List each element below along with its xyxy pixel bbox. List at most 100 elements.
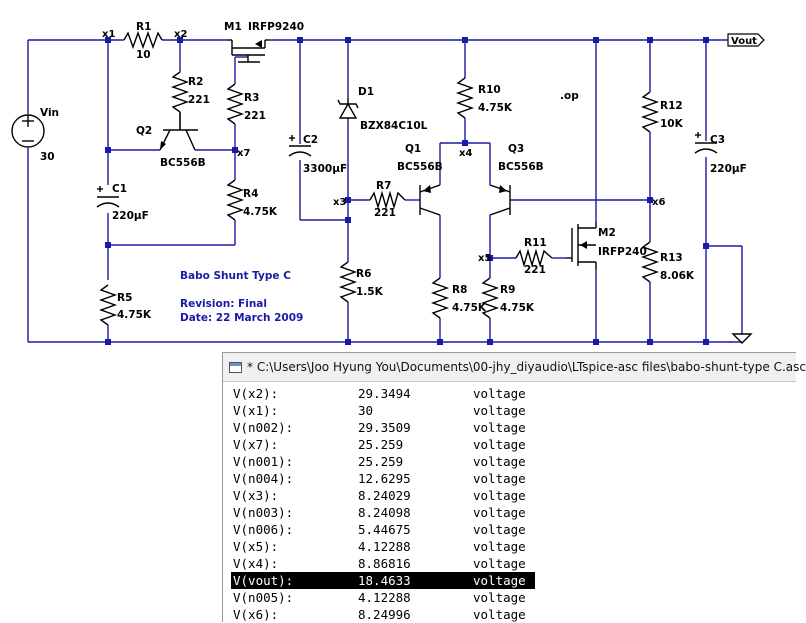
- c3-capacitor[interactable]: [694, 132, 718, 154]
- m2-mosfet[interactable]: [566, 222, 597, 270]
- vin-ref: Vin: [40, 107, 59, 119]
- r5-resistor[interactable]: [98, 284, 118, 326]
- schematic-canvas[interactable]: Vin 30 R1 10 R2 221 R3 221 R4 4.75K R5 4…: [0, 0, 796, 352]
- d1-zener-diode[interactable]: [337, 98, 359, 119]
- window-titlebar[interactable]: * C:\Users\Joo Hyung You\Documents\00-jh…: [223, 353, 806, 382]
- node-value: 12.6295: [358, 471, 411, 486]
- revision-note: Revision: Final: [180, 298, 267, 310]
- net-x5-label: x5: [478, 253, 491, 264]
- m2-value: IRFP240: [598, 246, 647, 258]
- c1-ref: C1: [112, 183, 127, 195]
- r4-resistor[interactable]: [225, 179, 245, 221]
- r13-resistor[interactable]: [640, 241, 660, 283]
- net-x6-label: x6: [652, 197, 665, 208]
- node-unit: voltage: [473, 539, 526, 554]
- op-output-window[interactable]: * C:\Users\Joo Hyung You\Documents\00-jh…: [222, 352, 806, 622]
- r8-ref: R8: [452, 284, 467, 296]
- vout-label: Vout: [731, 36, 757, 47]
- r1-resistor[interactable]: [123, 30, 163, 50]
- node-name: V(n002):: [233, 420, 294, 435]
- window-title: * C:\Users\Joo Hyung You\Documents\00-jh…: [247, 360, 806, 374]
- c2-capacitor[interactable]: [288, 135, 312, 157]
- r10-ref: R10: [478, 84, 501, 96]
- r6-resistor[interactable]: [338, 261, 358, 303]
- r7-value: 221: [374, 207, 396, 219]
- node-value: 8.24098: [358, 505, 411, 520]
- node-unit: voltage: [473, 607, 526, 622]
- q3-transistor[interactable]: [159, 112, 198, 151]
- node-unit: voltage: [473, 471, 526, 486]
- node-value: 29.3509: [358, 420, 411, 435]
- q3-ref: Q2: [136, 125, 152, 137]
- r2-resistor[interactable]: [170, 71, 190, 113]
- r11-ref: R11: [524, 237, 547, 249]
- result-row[interactable]: V(n006): 5.44675 voltage: [231, 521, 535, 538]
- r12-resistor[interactable]: [640, 91, 660, 133]
- vout-port[interactable]: [727, 33, 765, 47]
- node-unit: voltage: [473, 386, 526, 401]
- r3-resistor[interactable]: [225, 83, 245, 125]
- q2-value: BC556B: [498, 161, 544, 173]
- net-x2-label: x2: [174, 29, 187, 40]
- r12-value: 10K: [660, 118, 684, 130]
- m1-mosfet[interactable]: [227, 39, 270, 63]
- node-unit: voltage: [473, 522, 526, 537]
- c1-capacitor[interactable]: [96, 186, 120, 208]
- q2-transistor[interactable]: [489, 184, 511, 216]
- q1-transistor[interactable]: [419, 184, 441, 216]
- node-name: V(n004):: [233, 471, 294, 486]
- r10-value: 4.75K: [478, 102, 513, 114]
- vin-value: 30: [40, 151, 55, 163]
- r11-resistor[interactable]: [515, 248, 553, 268]
- r7-resistor[interactable]: [369, 190, 406, 210]
- node-unit: voltage: [473, 437, 526, 452]
- q2-ref: Q3: [508, 143, 524, 155]
- date-note: Date: 22 March 2009: [180, 312, 303, 324]
- node-value: 8.86816: [358, 556, 411, 571]
- node-value: 25.259: [358, 437, 404, 452]
- op-directive[interactable]: .op: [560, 90, 579, 102]
- result-row[interactable]: V(n004): 12.6295 voltage: [231, 470, 535, 487]
- node-name: V(x2):: [233, 386, 279, 401]
- r3-ref: R3: [244, 92, 259, 104]
- node-name: V(n001):: [233, 454, 294, 469]
- net-x4-label: x4: [459, 148, 472, 159]
- node-name: V(x6):: [233, 607, 279, 622]
- node-unit: voltage: [473, 403, 526, 418]
- q1-ref: Q1: [405, 143, 421, 155]
- r8-resistor[interactable]: [430, 277, 450, 319]
- schematic-title: Babo Shunt Type C: [180, 270, 291, 282]
- node-unit: voltage: [473, 590, 526, 605]
- vin-source[interactable]: [11, 114, 45, 148]
- node-value: 5.44675: [358, 522, 411, 537]
- node-value: 8.24029: [358, 488, 411, 503]
- window-icon: [229, 361, 242, 373]
- node-value: 18.4633: [358, 573, 411, 588]
- junction-dots: [105, 37, 709, 345]
- node-value: 25.259: [358, 454, 404, 469]
- node-unit: voltage: [473, 573, 526, 588]
- r6-ref: R6: [356, 268, 371, 280]
- node-value: 29.3494: [358, 386, 411, 401]
- net-x1-label: x1: [102, 29, 115, 40]
- node-name: V(x4):: [233, 556, 279, 571]
- r10-resistor[interactable]: [455, 77, 475, 119]
- node-name: V(n006):: [233, 522, 294, 537]
- r9-resistor[interactable]: [480, 277, 500, 319]
- result-row[interactable]: V(x2): 29.3494 voltage: [231, 385, 535, 402]
- c3-value: 220µF: [710, 163, 747, 175]
- r4-ref: R4: [243, 188, 258, 200]
- d1-ref: D1: [358, 86, 374, 98]
